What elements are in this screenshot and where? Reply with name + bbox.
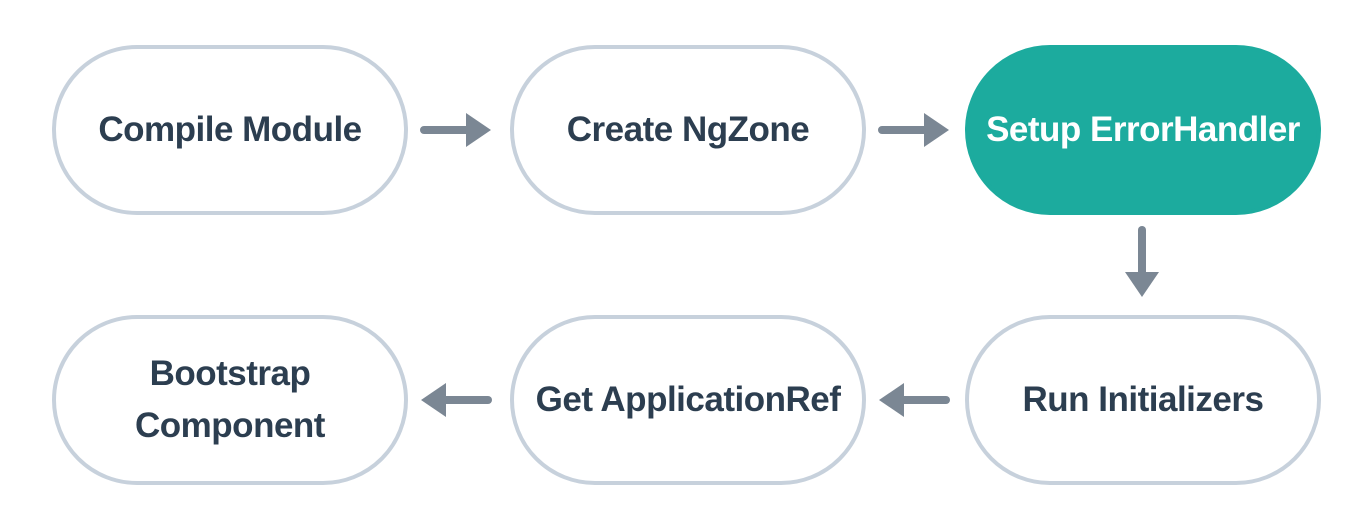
node-setup-errorhandler: Setup ErrorHandler — [965, 45, 1321, 215]
node-label: Setup ErrorHandler — [986, 109, 1300, 149]
arrow-right-icon — [420, 112, 492, 148]
node-compile-module: Compile Module — [52, 45, 408, 215]
node-label: Get ApplicationRef — [535, 379, 841, 419]
node-label: Compile Module — [98, 109, 362, 149]
node-bootstrap-component: Bootstrap Component — [52, 315, 408, 485]
node-get-applicationref: Get ApplicationRef — [510, 315, 866, 485]
node-create-ngzone: Create NgZone — [510, 45, 866, 215]
arrow-left-icon — [420, 382, 492, 418]
node-label: Run Initializers — [1022, 379, 1264, 419]
arrow-left-icon — [878, 382, 950, 418]
node-run-initializers: Run Initializers — [965, 315, 1321, 485]
arrow-down-icon — [1124, 226, 1160, 298]
arrow-right-icon — [878, 112, 950, 148]
node-label: Bootstrap Component — [135, 353, 325, 446]
node-label: Create NgZone — [566, 109, 810, 149]
